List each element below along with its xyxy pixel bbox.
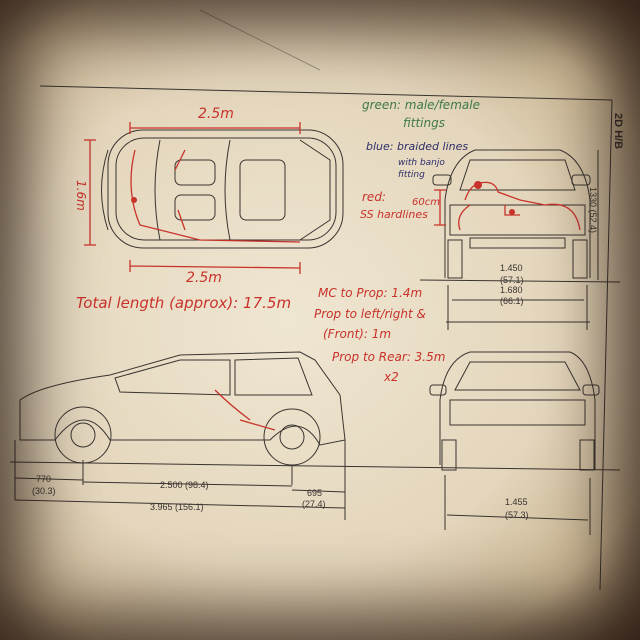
- legend-red: red:: [362, 190, 386, 204]
- top-height: 1.6m: [74, 180, 88, 211]
- frame-line: [39, 85, 613, 101]
- dim-rear-overhang-in: (27.4): [302, 499, 326, 509]
- dim-front-overhang-in: (30.3): [32, 486, 56, 496]
- side-view-car: [9, 351, 621, 520]
- dim-overall-length: 3.965 (156.1): [150, 502, 204, 512]
- model-label: 2D H/B: [612, 112, 625, 150]
- dim-rear-track: 1.455: [505, 497, 528, 507]
- dim-front-height: 1330 (52.4): [588, 186, 599, 234]
- legend-green-2: fittings: [403, 116, 445, 130]
- prop-rear: Prop to Rear: 3.5m: [332, 350, 446, 364]
- top-view-car: [101, 129, 344, 249]
- mc-to-prop: MC to Prop: 1.4m: [318, 286, 423, 300]
- top-width-upper: 2.5m: [198, 106, 234, 122]
- prop-left-right: Prop to left/right &: [314, 307, 426, 321]
- rear-view-car: [429, 351, 600, 535]
- dim-front-track-in: (57.1): [500, 275, 524, 285]
- red-hardline-markings: [84, 122, 581, 431]
- front-view-car: [419, 149, 621, 330]
- legend-red-2: SS hardlines: [360, 208, 428, 221]
- dim-overall-width-in: (66.1): [500, 296, 524, 306]
- dim-wheelbase: 2.500 (98.4): [160, 480, 209, 490]
- background-sheet-line: [199, 9, 321, 71]
- dim-front-track: 1.450: [500, 263, 523, 273]
- dim-rear-overhang: 695: [307, 488, 323, 498]
- legend-blue-3: fitting: [398, 170, 425, 180]
- top-width-lower: 2.5m: [186, 270, 222, 286]
- prop-rear-x2: x2: [384, 370, 399, 384]
- legend-blue: blue: braided lines: [366, 140, 469, 153]
- dim-overall-width: 1.680: [500, 285, 523, 295]
- legend-green: green: male/female: [362, 98, 480, 112]
- dim-rear-track-in: (57.3): [505, 510, 529, 520]
- legend-blue-2: with banjo: [398, 158, 445, 168]
- prop-front: (Front): 1m: [323, 327, 392, 341]
- front-height-annotation: 60cm: [412, 197, 440, 208]
- red-fitting-blobs: [131, 181, 515, 215]
- dim-front-overhang: 770: [36, 474, 52, 484]
- total-length: Total length (approx): 17.5m: [76, 294, 292, 312]
- frame-line-right: [599, 99, 613, 591]
